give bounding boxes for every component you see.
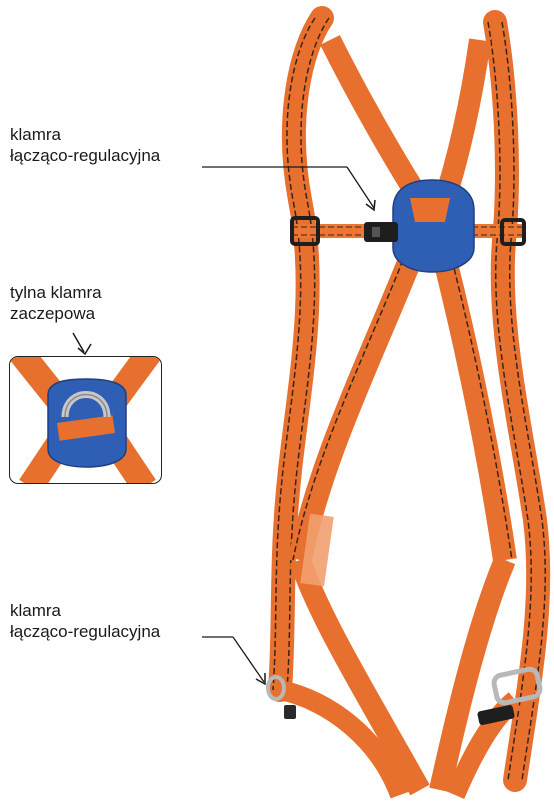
right-shoulder-strap xyxy=(488,22,545,780)
back-d-ring-detail xyxy=(10,357,161,483)
chest-buckle-icon xyxy=(364,222,398,242)
leg-loops xyxy=(280,514,515,795)
back-cross-straps xyxy=(293,40,512,560)
leg-buckle-pointer xyxy=(202,637,265,684)
back-d-ring-inset xyxy=(9,356,162,484)
back-attachment-pointer xyxy=(73,333,91,354)
back-plate xyxy=(393,180,474,272)
